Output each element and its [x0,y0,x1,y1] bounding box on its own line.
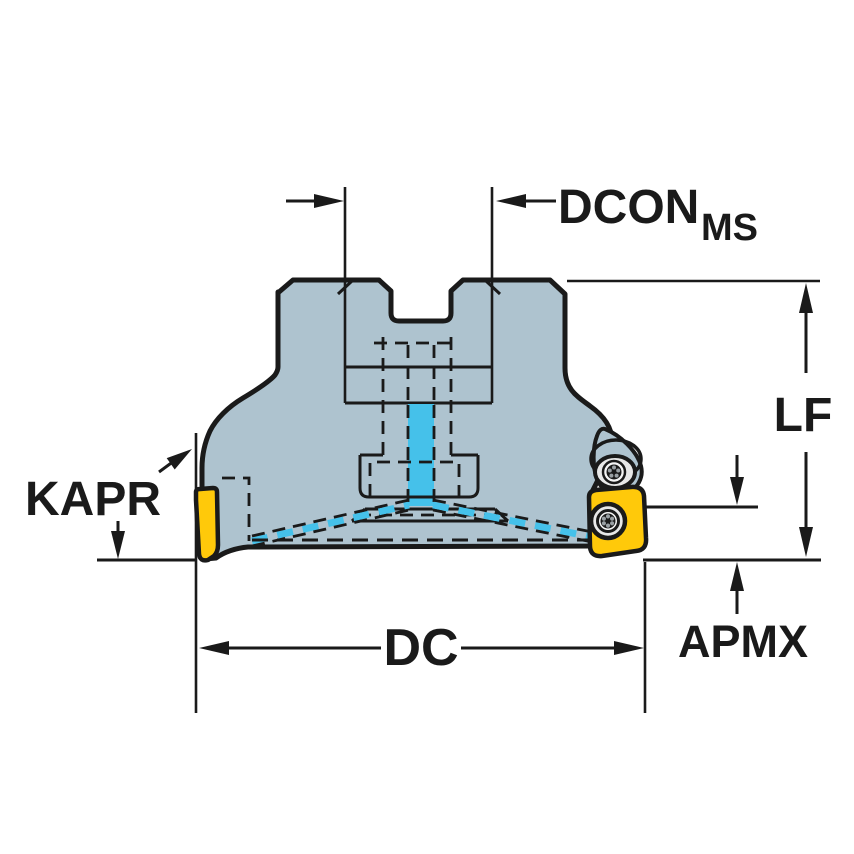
dimension-labels: DCON MS LF KAPR DC APMX [25,181,832,677]
body-silhouette [199,277,615,562]
label-dc: DC [383,619,458,677]
screw-lower [588,501,628,541]
lf-arrow-up [799,283,813,313]
apmx-arrow-down [730,477,744,505]
label-kapr: KAPR [25,473,161,526]
dim-dc [194,433,647,713]
label-dcon: DCON [558,181,699,234]
dim-kapr [97,449,196,562]
kapr-arrow-down [111,531,125,559]
dc-arrow-right [614,641,644,655]
coolant-channel [406,404,436,506]
label-lf: LF [774,389,833,442]
label-dcon-subscript: MS [701,207,758,249]
left-pocket-hidden-line [222,476,251,541]
right-insert-pocket [586,426,649,559]
insert-left [193,485,221,563]
dc-arrow-left [199,641,229,655]
coolant-diagonals [251,498,613,548]
dim-apmx [643,455,821,614]
dim-dcon [286,187,556,403]
label-apmx: APMX [678,616,808,667]
kapr-pointer-arrow [166,449,192,470]
hidden-bore-lines [374,337,458,455]
lf-arrow-down [799,527,813,557]
apmx-arrow-up [730,562,744,591]
dcon-arrow-left [314,194,344,208]
torx-pattern-lower [601,514,615,528]
dim-lf [567,279,820,557]
dcon-arrow-right [496,194,526,208]
cutter-body [199,277,615,562]
torx-pattern-upper [607,465,621,478]
